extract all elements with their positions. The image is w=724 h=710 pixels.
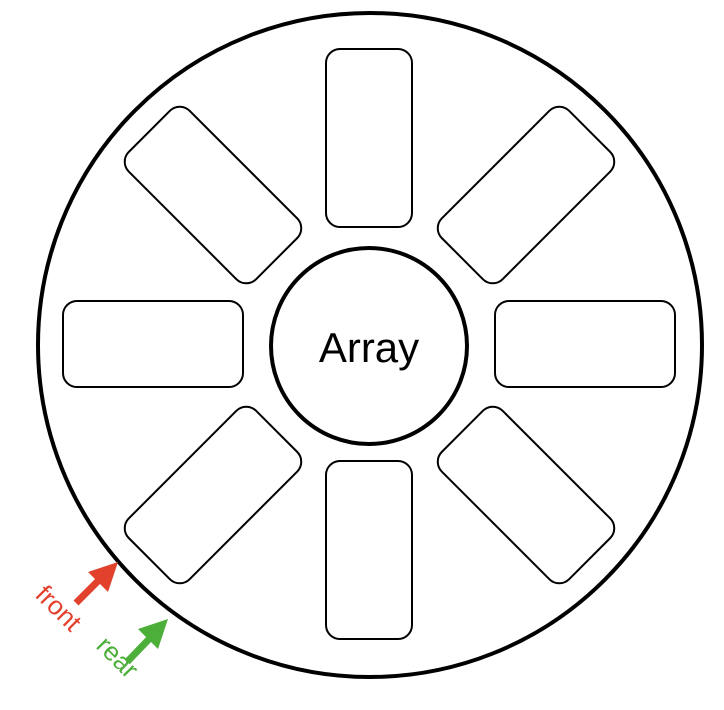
front-arrow-head-icon xyxy=(88,562,118,592)
array-slot-bottom-right xyxy=(436,405,616,585)
array-hub xyxy=(269,246,469,446)
front-pointer: front xyxy=(30,562,118,638)
array-slot-top-right xyxy=(436,105,616,285)
array-slot-top-left xyxy=(123,105,303,285)
rear-pointer: rear xyxy=(91,619,168,684)
array-slot-left xyxy=(62,300,244,388)
array-slot-bottom-left xyxy=(123,405,303,585)
array-label: Array xyxy=(319,324,419,371)
array-slot-top xyxy=(325,48,413,228)
rear-arrow-head-icon xyxy=(138,619,168,649)
array-slot-right xyxy=(494,300,676,388)
array-slot-bottom xyxy=(325,460,413,640)
rear-label: rear xyxy=(91,630,145,684)
front-label: front xyxy=(30,579,89,638)
